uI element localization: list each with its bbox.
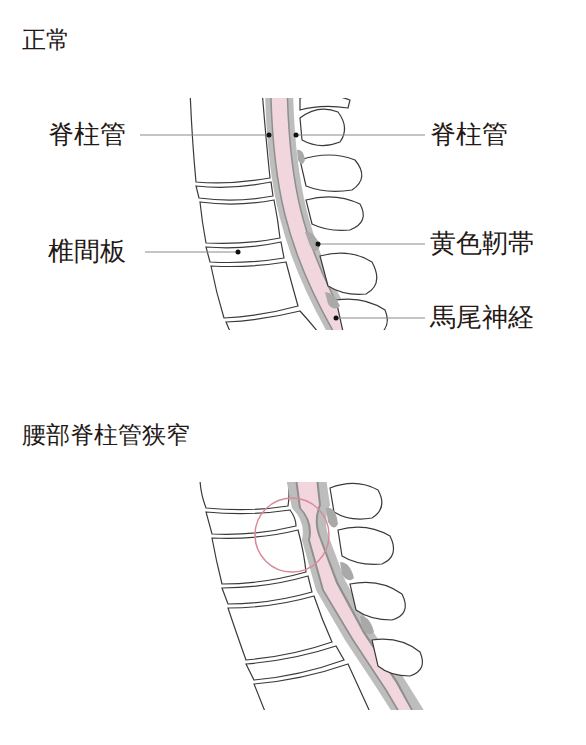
part-label: 椎間板 [46, 236, 128, 267]
normal-spine [190, 98, 387, 330]
highlight-circle [255, 498, 329, 572]
part-label: 馬尾神経 [428, 302, 536, 333]
part-label: 脊柱管 [428, 119, 510, 150]
section-heading: 腰部脊柱管狭窄 [20, 421, 192, 450]
stenosis-spine [200, 482, 425, 710]
part-label: 黄色靭帯 [428, 228, 536, 259]
section-heading: 正常 [20, 26, 72, 55]
leader-lines [140, 135, 425, 318]
leader-dots [236, 133, 339, 321]
part-label: 脊柱管 [46, 119, 128, 150]
